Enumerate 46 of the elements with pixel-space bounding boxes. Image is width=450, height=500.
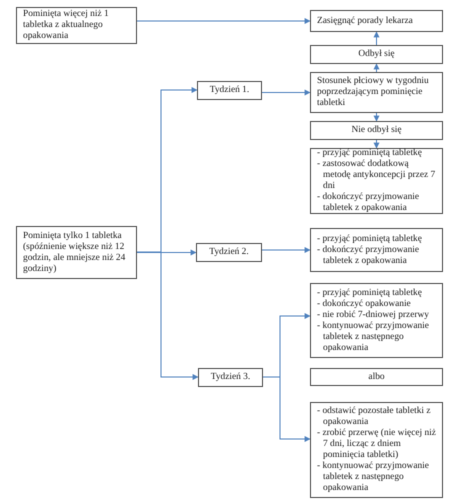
flowchart-box (16, 7, 137, 44)
flowchart-box (310, 121, 443, 140)
flowchart-box (197, 81, 262, 100)
step-text: Zasięgnąć porady lekarza (317, 16, 413, 26)
connector-arrow (136, 250, 197, 256)
flowchart-box (198, 368, 263, 387)
step-text: Odbył się (358, 49, 395, 60)
step-text: Stosunek płciowy w tygodniu poprzedzającym pominięcie tabletki (317, 76, 430, 109)
flowchart-box (310, 148, 443, 214)
flowchart-box (310, 283, 443, 358)
list-item: - przyjąć pominiętą tabletkę (317, 148, 422, 159)
flowchart-box (16, 226, 137, 279)
list-item: - dokończyć opakowanie (317, 298, 411, 310)
connector-arrow (374, 63, 380, 72)
connector-arrow (262, 247, 311, 253)
list-item: - dokończyć przyjmowanie tabletek z opakowania (317, 192, 420, 214)
list-item: - dokończyć przyjmowanie tabletek z opakowania (317, 244, 420, 266)
connector-arrow (136, 252, 199, 380)
list-item: - zastosować dodatkową metodę antykoncepcji przez 7 dni (317, 159, 436, 192)
list-item: - nie robić 7-dniowej przerwy (317, 310, 429, 320)
step-text: Pominięta więcej niż 1 tabletka z aktualnego opakowania (23, 9, 110, 42)
step-text: Pominięta tylko 1 tabletka (spóźnienie większe niż 12 godzin, ale mniejsze niż 24 godziny) (23, 230, 126, 274)
connector-arrow (374, 112, 380, 122)
flowchart-box (310, 228, 443, 272)
list-item: - odstawić pozostałe tabletki z opakowania (317, 406, 432, 428)
step-text: Tydzień 2. (209, 247, 249, 258)
connector-arrow (262, 376, 311, 442)
connector-arrow (374, 31, 380, 46)
flowchart-box (310, 10, 443, 32)
connector-arrow (374, 140, 380, 149)
list-item: - kontynuować przyjmowanie tabletek z następnego opakowania (317, 320, 430, 354)
step-text: Tydzień 3. (210, 372, 250, 383)
flowchart-box (196, 243, 262, 262)
step-text: albo (368, 372, 385, 382)
list-item: - przyjąć pominiętą tabletkę (317, 288, 422, 298)
flowchart-box (310, 368, 443, 386)
list-item: - kontynuować przyjmowanie tabletek z następnego opakowania (317, 461, 430, 494)
connector-arrow (262, 90, 311, 96)
connector-arrow (136, 18, 311, 24)
list-item: - przyjąć pominiętą tabletkę (317, 234, 422, 244)
step-text: Nie odbył się (352, 125, 402, 136)
step-text: Tydzień 1. (210, 85, 250, 96)
flowchart-box (310, 45, 443, 64)
list-item: - zrobić przerwę (nie więcej niż 7 dni, licząc z dniem pominięcia tabletki) (317, 428, 436, 461)
flowchart-box (310, 72, 443, 113)
flowchart-box (310, 402, 443, 498)
